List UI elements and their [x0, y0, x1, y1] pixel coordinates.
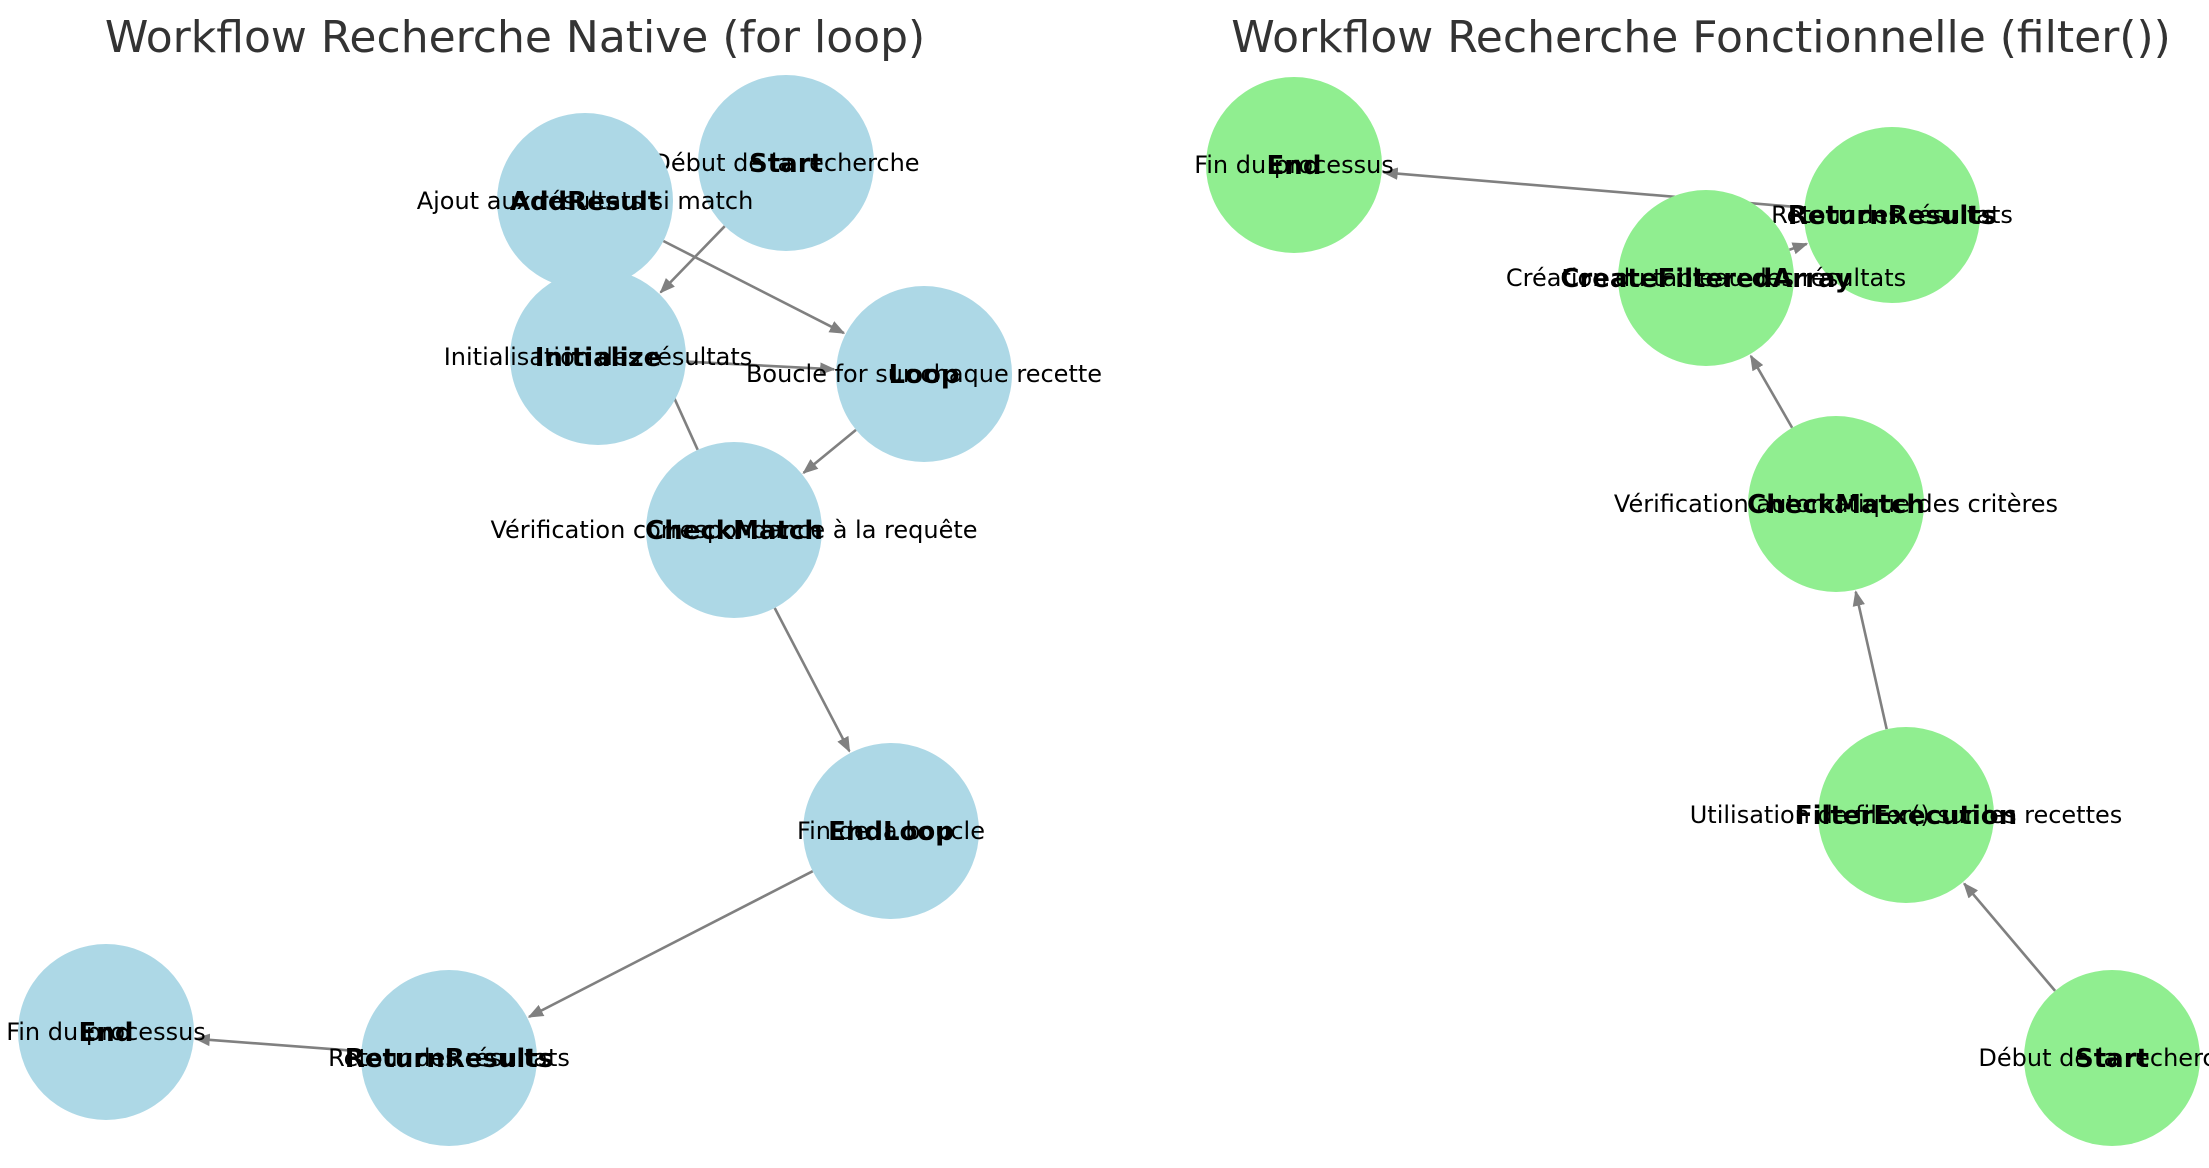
native-node-label-start: Start — [749, 149, 823, 179]
native-node-description-end: Fin du processus — [6, 1018, 206, 1046]
functional-edge-start-to-filter-execution — [1963, 882, 2057, 992]
native-node-description-loop: Boucle for sur chaque recette — [746, 360, 1102, 388]
native-node-circle-add-result — [497, 113, 673, 289]
functional-node-label-filter-execution: FilterExecution — [1795, 801, 2017, 831]
functional-node-label-return-results: ReturnResults — [1788, 201, 1996, 231]
functional-panel-title: Workflow Recherche Fonctionnelle (filter… — [1231, 12, 2171, 63]
native-node-description-add-result: Ajout aux résultats si match — [417, 187, 754, 215]
functional-node-description-create-filtered-array: Création du tableau des résultats — [1506, 264, 1906, 292]
edges-layer — [194, 167, 2057, 1053]
native-node-description-initialize: Initialisation des résultats — [444, 343, 753, 371]
functional-node-circle-create-filtered-array — [1618, 190, 1794, 366]
native-panel-title: Workflow Recherche Native (for loop) — [105, 12, 925, 63]
native-node-circle-loop — [836, 286, 1012, 462]
functional-node-label-check-match: CheckMatch — [1747, 490, 1925, 520]
functional-node-circle-end — [1206, 77, 1382, 253]
native-node-circle-check-match — [646, 442, 822, 618]
functional-node-label-create-filtered-array: CreateFilteredArray — [1560, 264, 1851, 294]
native-node-description-start: Début de la recherche — [652, 149, 919, 177]
native-node-label-end-loop: EndLoop — [828, 817, 954, 847]
functional-node-circle-return-results — [1804, 127, 1980, 303]
functional-node-description-return-results: Retour des résultats — [1771, 201, 2013, 229]
functional-node-check-match: Vérification automatique des critèresChe… — [1614, 416, 2058, 592]
native-node-description-check-match: Vérification correspondance à la requête — [490, 516, 977, 544]
functional-node-description-start: Début de la recherche — [1978, 1044, 2209, 1072]
native-node-label-check-match: CheckMatch — [645, 516, 823, 546]
native-edge-start-to-initialize — [659, 225, 726, 294]
native-node-label-add-result: AddResult — [510, 187, 660, 217]
native-node-label-return-results: ReturnResults — [345, 1044, 553, 1074]
native-node-circle-initialize — [510, 269, 686, 445]
functional-node-create-filtered-array: Création du tableau des résultatsCreateF… — [1506, 190, 1906, 366]
functional-node-description-check-match: Vérification automatique des critères — [1614, 490, 2058, 518]
native-edge-check-match-to-end-loop — [773, 607, 851, 753]
functional-node-label-end: End — [1267, 151, 1322, 181]
functional-node-description-end: Fin du processus — [1194, 151, 1394, 179]
functional-node-circle-check-match — [1748, 416, 1924, 592]
native-edge-initialize-to-loop — [685, 360, 836, 375]
functional-edge-filter-execution-to-check-match — [1852, 590, 1888, 730]
native-node-circle-end-loop — [803, 743, 979, 919]
functional-node-label-start: Start — [2075, 1044, 2149, 1074]
native-node-circle-end — [18, 944, 194, 1120]
native-node-label-end: End — [79, 1018, 134, 1048]
native-edge-end-loop-to-return-results — [527, 870, 814, 1019]
functional-edge-create-filtered-array-to-return-results — [1788, 242, 1809, 255]
functional-node-description-filter-execution: Utilisation de filter() sur les recettes — [1690, 801, 2123, 829]
native-edge-add-result-to-loop — [662, 239, 846, 335]
native-node-circle-return-results — [361, 970, 537, 1146]
native-node-circle-start — [698, 75, 874, 251]
native-node-label-loop: Loop — [889, 360, 960, 390]
native-node-description-end-loop: Fin de la boucle — [797, 817, 985, 845]
native-edge-loop-to-check-match — [802, 428, 857, 474]
functional-node-circle-filter-execution — [1818, 727, 1994, 903]
native-node-check-match: Vérification correspondance à la requête… — [490, 442, 978, 618]
native-node-label-initialize: Initialize — [535, 343, 662, 373]
functional-edge-check-match-to-create-filtered-array — [1749, 354, 1794, 429]
native-node-description-return-results: Retour des résultats — [328, 1044, 570, 1072]
native-edge-return-results-to-end — [194, 1033, 362, 1053]
functional-node-filter-execution: Utilisation de filter() sur les recettes… — [1690, 727, 2123, 903]
functional-node-circle-start — [2024, 970, 2200, 1146]
